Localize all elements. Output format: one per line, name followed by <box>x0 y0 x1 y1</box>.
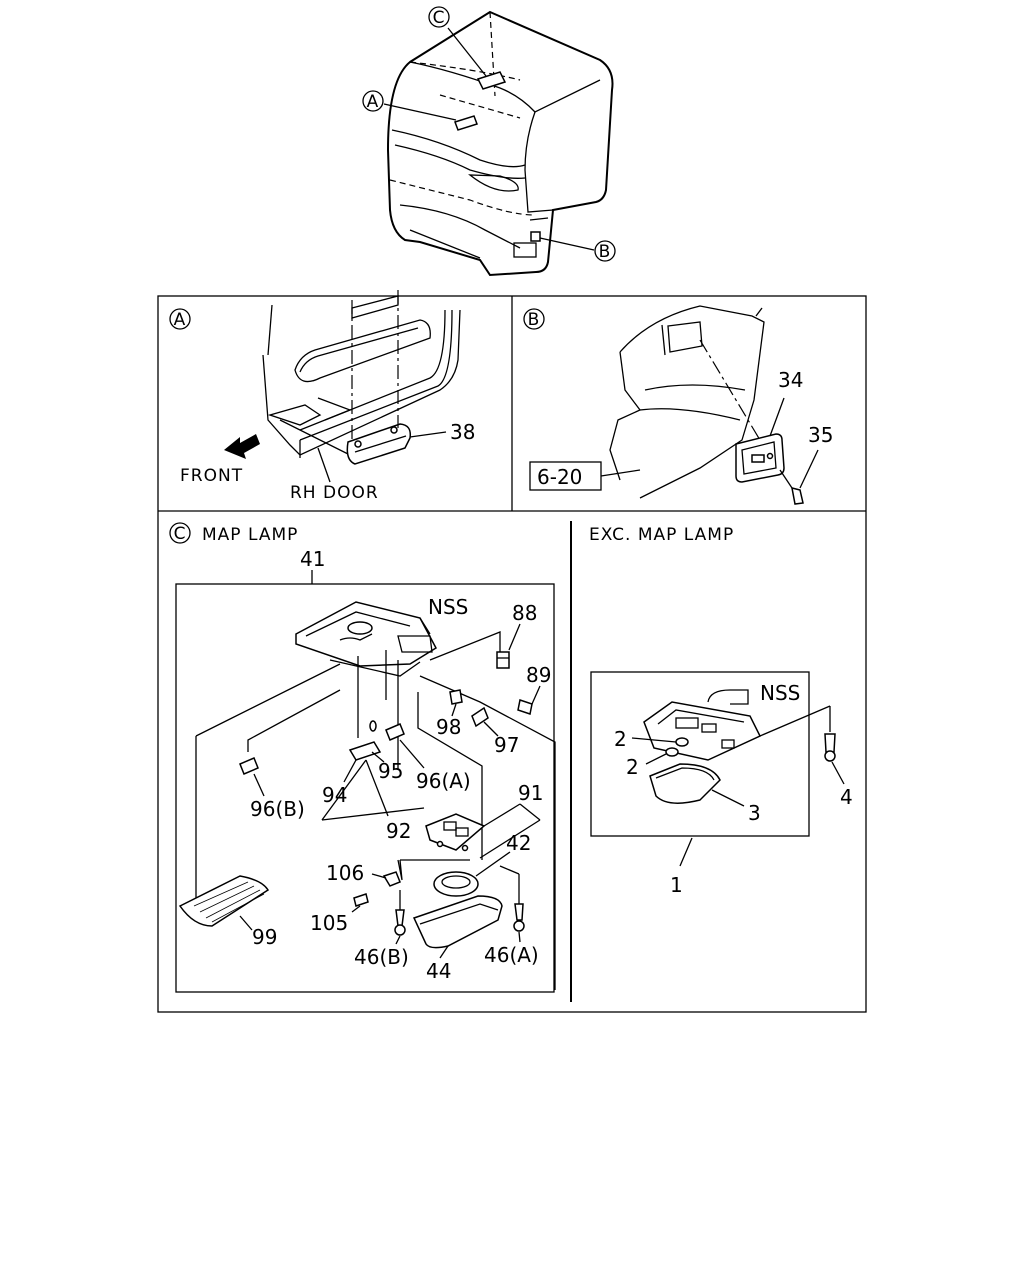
panel-b: B 34 35 6-20 <box>523 305 833 505</box>
part-1: 1 <box>670 873 683 897</box>
part-46a: 46(A) <box>484 943 539 967</box>
part-46b: 46(B) <box>354 945 409 969</box>
part-97: 97 <box>494 733 519 757</box>
part-89: 89 <box>526 663 551 687</box>
panel-a-marker: A <box>174 310 187 330</box>
part-3: 3 <box>748 801 761 825</box>
callout-c: C <box>433 8 446 28</box>
part-4: 4 <box>840 785 853 809</box>
part-2b: 2 <box>626 755 639 779</box>
panel-a: A 38 FRONT RH DOOR <box>169 290 475 503</box>
part-34: 34 <box>778 368 803 392</box>
part-106: 106 <box>326 861 364 885</box>
part-92: 92 <box>386 819 411 843</box>
panel-c-map-lamp: C MAP LAMP 41 NSS 88 89 <box>169 522 556 993</box>
nss-label-exc: NSS <box>760 681 800 705</box>
part-2a: 2 <box>614 727 627 751</box>
rh-door-label: RH DOOR <box>290 483 379 503</box>
part-105: 105 <box>310 911 348 935</box>
part-38: 38 <box>450 420 475 444</box>
part-95: 95 <box>378 759 403 783</box>
front-arrow-icon <box>224 434 260 459</box>
part-98: 98 <box>436 715 461 739</box>
panel-frames <box>157 295 867 1013</box>
nss-label-c: NSS <box>428 595 468 619</box>
part-96a: 96(A) <box>416 769 471 793</box>
panel-c-marker: C <box>174 524 187 544</box>
part-42: 42 <box>506 831 531 855</box>
callout-b: B <box>599 242 612 262</box>
panel-exc-map-lamp: EXC. MAP LAMP NSS 2 2 3 4 1 <box>589 525 853 897</box>
part-44: 44 <box>426 959 451 983</box>
front-label: FRONT <box>180 466 243 486</box>
part-88: 88 <box>512 601 537 625</box>
cab-overview: C A B <box>362 6 616 277</box>
exc-map-lamp-title: EXC. MAP LAMP <box>589 525 734 545</box>
part-99: 99 <box>252 925 277 949</box>
part-41: 41 <box>300 547 325 571</box>
ref-6-20: 6-20 <box>537 465 582 489</box>
part-91: 91 <box>518 781 543 805</box>
callout-a: A <box>367 92 380 112</box>
part-35: 35 <box>808 423 833 447</box>
panel-b-marker: B <box>528 310 541 330</box>
part-96b: 96(B) <box>250 797 305 821</box>
map-lamp-title: MAP LAMP <box>202 525 298 545</box>
